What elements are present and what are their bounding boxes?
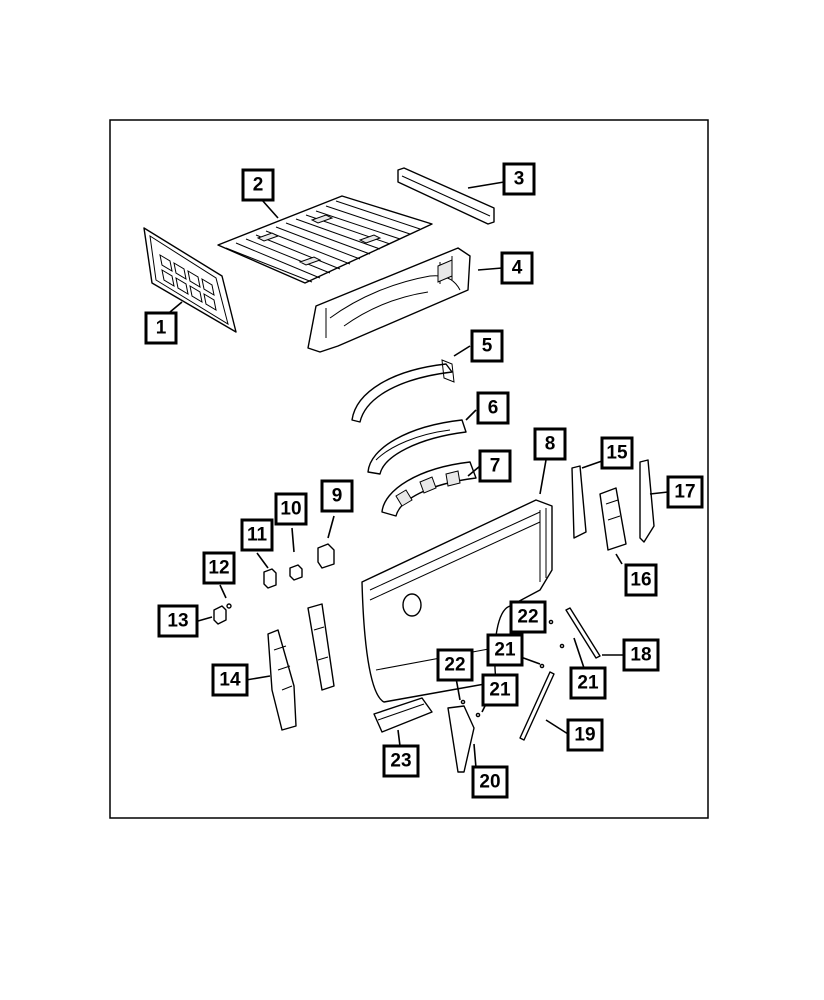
diagram-frame xyxy=(109,119,709,819)
svg-text:10: 10 xyxy=(280,499,301,520)
svg-text:21: 21 xyxy=(577,673,599,694)
part-rear-pillar-15 xyxy=(571,465,587,539)
svg-text:5: 5 xyxy=(482,336,493,357)
callout-23: 23 xyxy=(382,744,420,778)
callout-8: 8 xyxy=(533,427,567,461)
callout-19: 19 xyxy=(566,718,604,752)
callout-4: 4 xyxy=(500,251,534,285)
callout-21a: 21 xyxy=(486,633,524,667)
part-cross-member xyxy=(397,167,495,225)
svg-text:19: 19 xyxy=(574,725,595,746)
svg-text:20: 20 xyxy=(479,772,500,793)
part-pillar xyxy=(267,603,335,731)
part-sill-23 xyxy=(373,697,433,733)
callout-11: 11 xyxy=(240,518,274,552)
callout-14: 14 xyxy=(211,663,249,697)
svg-text:3: 3 xyxy=(514,169,525,190)
part-clip-12 xyxy=(226,603,232,609)
svg-text:13: 13 xyxy=(167,611,188,632)
callout-3: 3 xyxy=(502,162,536,196)
callout-20: 20 xyxy=(471,765,509,799)
part-rear-pillar-17 xyxy=(639,459,655,543)
callout-7: 7 xyxy=(478,449,512,483)
part-bracket-9 xyxy=(317,543,335,569)
part-brace-20 xyxy=(447,705,475,773)
svg-text:21: 21 xyxy=(494,640,516,661)
svg-text:7: 7 xyxy=(490,456,501,477)
part-bracket-10 xyxy=(289,564,303,581)
part-wheelhouse-arc xyxy=(351,359,455,423)
callout-16: 16 xyxy=(624,563,658,597)
callout-13: 13 xyxy=(157,604,199,638)
part-rear-pillar-16 xyxy=(599,487,627,551)
callout-1: 1 xyxy=(144,311,178,345)
svg-text:9: 9 xyxy=(332,486,343,507)
part-bed-floor xyxy=(217,195,433,284)
svg-text:4: 4 xyxy=(512,258,523,279)
callout-18: 18 xyxy=(622,638,660,672)
part-wheelhouse-liner xyxy=(381,461,477,517)
callout-15: 15 xyxy=(600,436,634,470)
part-bracket-11 xyxy=(263,568,277,589)
svg-text:12: 12 xyxy=(208,558,229,579)
part-inner-box-side xyxy=(307,247,471,353)
svg-text:8: 8 xyxy=(545,434,556,455)
svg-text:21: 21 xyxy=(489,680,511,701)
svg-text:11: 11 xyxy=(247,525,268,546)
part-brace-19 xyxy=(519,671,555,741)
callout-9: 9 xyxy=(320,479,354,513)
part-front-panel xyxy=(143,227,237,333)
svg-text:15: 15 xyxy=(606,443,628,464)
callout-10: 10 xyxy=(274,492,308,526)
svg-text:14: 14 xyxy=(219,670,241,691)
callout-17: 17 xyxy=(666,475,704,509)
callout-5: 5 xyxy=(470,329,504,363)
svg-text:17: 17 xyxy=(674,482,695,503)
svg-text:22: 22 xyxy=(444,655,465,676)
svg-text:1: 1 xyxy=(156,318,167,339)
svg-text:2: 2 xyxy=(253,175,264,196)
svg-text:18: 18 xyxy=(630,645,651,666)
svg-text:16: 16 xyxy=(630,570,651,591)
svg-text:22: 22 xyxy=(517,607,538,628)
callout-22a: 22 xyxy=(509,600,547,634)
callout-12: 12 xyxy=(202,551,236,585)
callout-21c: 21 xyxy=(569,666,607,700)
callout-21b: 21 xyxy=(481,673,519,707)
part-clip-13 xyxy=(213,605,227,625)
callout-22b: 22 xyxy=(436,648,474,682)
part-wheel-flare xyxy=(367,419,467,475)
part-brace-18 xyxy=(565,607,601,659)
svg-text:23: 23 xyxy=(390,751,411,772)
svg-text:6: 6 xyxy=(488,398,499,419)
part-box-side-outer xyxy=(361,499,553,703)
callout-2: 2 xyxy=(241,168,275,202)
callout-6: 6 xyxy=(476,391,510,425)
